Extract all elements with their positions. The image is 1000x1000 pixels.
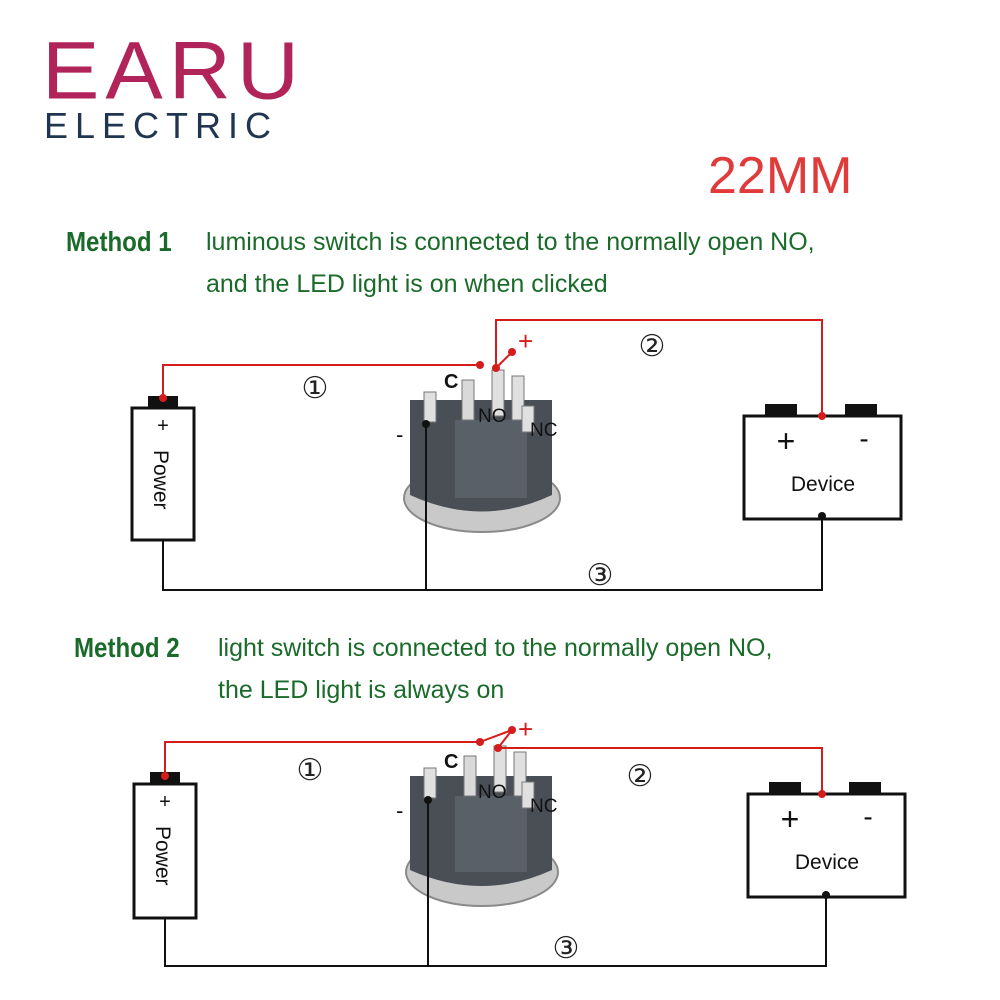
led-minus-label: - bbox=[396, 798, 403, 823]
power-plus-label: + bbox=[157, 415, 169, 437]
device-minus-label: - bbox=[859, 423, 868, 454]
method-1-desc-line1: luminous switch is connected to the norm… bbox=[206, 228, 815, 256]
method-1-diagram: + Power + - Device C NO NC + - bbox=[130, 319, 903, 592]
method-1-desc-line2: and the LED light is on when clicked bbox=[206, 270, 608, 298]
power-plus-label: + bbox=[159, 791, 171, 813]
method-2-title: Method 2 bbox=[74, 632, 180, 663]
device-label: Device bbox=[795, 851, 859, 874]
device-minus-label: - bbox=[863, 801, 872, 832]
terminal-nc-label: NC bbox=[530, 420, 557, 441]
wires bbox=[164, 729, 827, 967]
brand-logo-name: EARU bbox=[42, 25, 305, 117]
device-box: + - Device bbox=[742, 404, 903, 521]
terminal-nc-label: NC bbox=[530, 796, 557, 817]
device-box: + - Device bbox=[746, 782, 907, 899]
method-1-title: Method 1 bbox=[66, 226, 172, 257]
power-battery: + Power bbox=[132, 772, 198, 920]
device-plus-label: + bbox=[777, 423, 796, 459]
led-plus-label: + bbox=[518, 326, 533, 356]
wire-number-2: ② bbox=[627, 760, 654, 793]
power-label: Power bbox=[151, 826, 174, 886]
wire-number-2: ② bbox=[639, 330, 666, 363]
push-button-switch: C NO NC + - bbox=[396, 326, 561, 533]
method-2-desc-line1: light switch is connected to the normall… bbox=[218, 634, 773, 662]
wire-number-3: ③ bbox=[587, 559, 614, 592]
method-2-diagram: + Power + - Device C NO NC + - bbox=[132, 714, 907, 967]
wire-number-3: ③ bbox=[553, 932, 580, 965]
method-2-desc-line2: the LED light is always on bbox=[218, 676, 505, 704]
device-label: Device bbox=[791, 473, 855, 496]
size-label: 22MM bbox=[708, 147, 853, 205]
wire-number-1: ① bbox=[297, 754, 324, 787]
brand-logo-subtitle: ELECTRIC bbox=[44, 105, 279, 146]
power-battery: + Power bbox=[130, 396, 196, 542]
wire-number-1: ① bbox=[302, 372, 329, 405]
terminal-c-label: C bbox=[444, 371, 458, 393]
led-plus-label: + bbox=[518, 714, 533, 744]
device-plus-label: + bbox=[781, 801, 800, 837]
led-minus-label: - bbox=[396, 422, 403, 447]
terminal-no-label: NO bbox=[478, 782, 507, 803]
terminal-no-label: NO bbox=[478, 406, 507, 427]
push-button-switch: C NO NC + - bbox=[396, 714, 559, 907]
terminal-c-label: C bbox=[444, 751, 458, 773]
power-label: Power bbox=[149, 450, 172, 510]
